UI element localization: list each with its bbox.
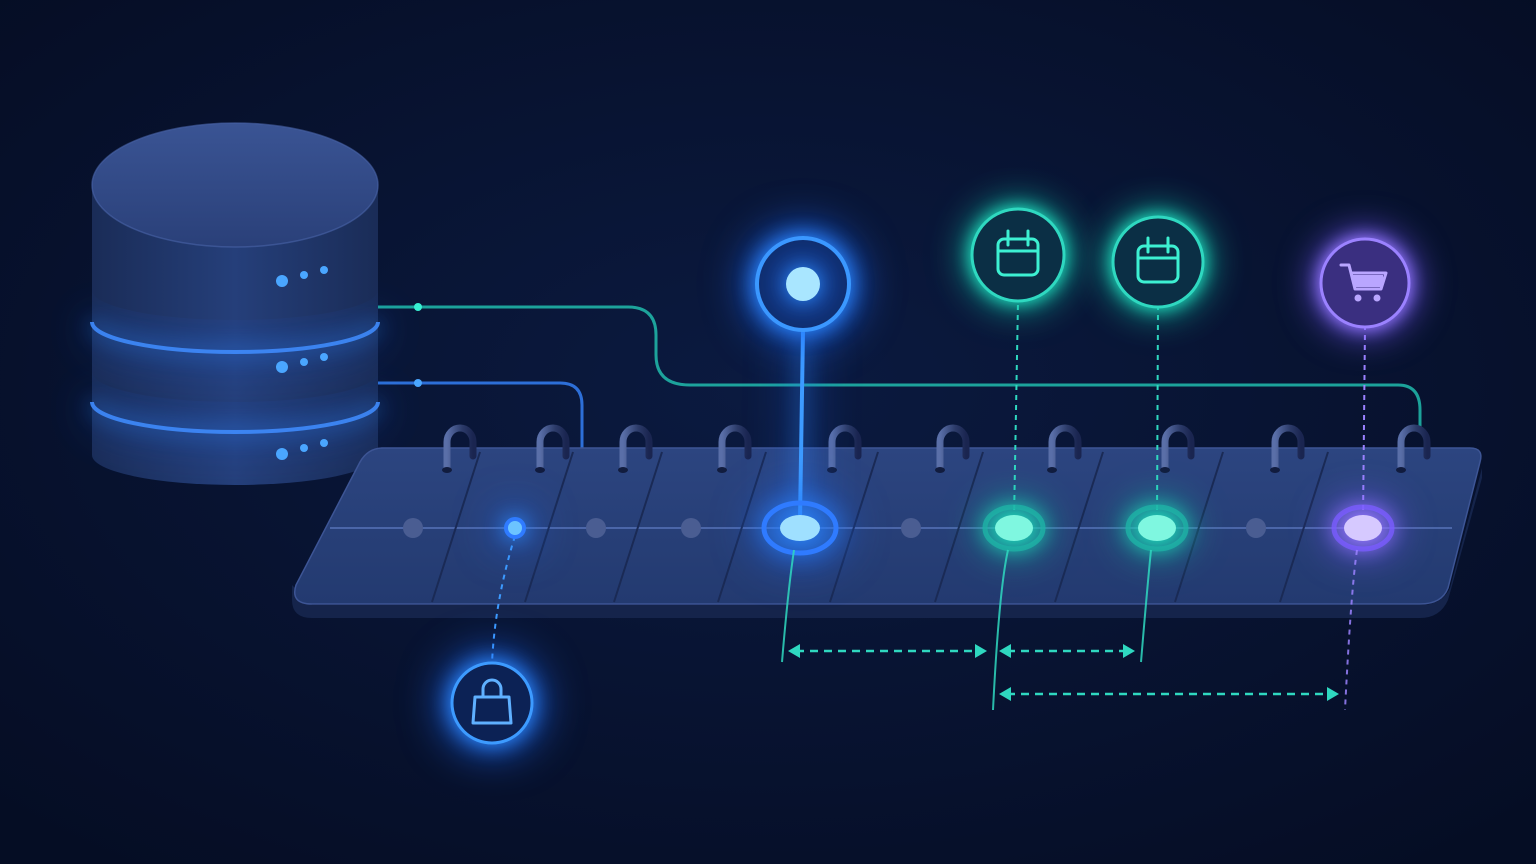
timeline-marker (504, 517, 526, 539)
calendar-binder-rings (442, 424, 1431, 473)
interval-arrows (781, 549, 1358, 711)
connection-teal (378, 305, 1422, 432)
event-badge (450, 661, 534, 745)
timeline-empty-dots (403, 518, 1266, 538)
calendar-slot-dividers (431, 451, 1329, 603)
event-stem (1362, 326, 1366, 521)
binder-ring (1160, 424, 1195, 473)
slot-divider (934, 451, 984, 603)
empty-slot-dot (586, 518, 606, 538)
binder-ring (1396, 424, 1431, 473)
timeline-markers (450, 207, 1411, 745)
marker-calendar-1 (970, 207, 1066, 552)
shopping-cart-icon (1339, 263, 1388, 302)
binder-ring (827, 424, 862, 473)
slot-divider (613, 451, 663, 603)
slot-divider (1174, 451, 1224, 603)
timeline-marker (1125, 504, 1189, 552)
slot-divider (1279, 451, 1329, 603)
database-leds (276, 266, 328, 460)
marker-calendar-2 (1111, 215, 1205, 552)
shopping-bag-icon (471, 678, 513, 725)
database-connections (378, 303, 1422, 448)
interval-calendar-1-to-calendar-2 (999, 644, 1135, 658)
empty-slot-dot (403, 518, 423, 538)
empty-slot-dot (901, 518, 921, 538)
slot-divider (431, 451, 481, 603)
event-stem (491, 535, 516, 664)
event-stem (798, 329, 805, 521)
binder-ring (442, 424, 477, 473)
binder-ring (618, 424, 653, 473)
binder-ring (717, 424, 752, 473)
database-disk-2 (90, 290, 380, 402)
timeline-marker (761, 500, 839, 556)
empty-slot-dot (1246, 518, 1266, 538)
interval-drop-line (781, 549, 795, 663)
interval-drop-line (1140, 549, 1152, 663)
marker-bag (450, 517, 534, 745)
interval-primary-to-calendar-1 (788, 644, 987, 658)
connection-blue-port (414, 379, 422, 387)
interval-calendar-1-to-cart (999, 687, 1339, 701)
slot-divider (717, 451, 767, 603)
marker-cart (1319, 237, 1411, 552)
connection-blue (378, 381, 584, 448)
slot-divider (1054, 451, 1104, 603)
event-badge (1111, 215, 1205, 309)
database-disk-1 (91, 122, 379, 320)
slot-divider (524, 451, 574, 603)
calendar-icon (996, 229, 1040, 277)
calendar-icon (1136, 236, 1180, 284)
database-icon (90, 122, 380, 485)
timeline-marker (982, 504, 1046, 552)
timeline-marker (1331, 504, 1395, 552)
interval-drop-line (992, 549, 1009, 711)
event-badge (1319, 237, 1411, 329)
empty-slot-dot (681, 518, 701, 538)
event-stem (1013, 300, 1019, 521)
connection-teal-port (414, 303, 422, 311)
event-badge (755, 236, 851, 332)
marker-primary (755, 236, 851, 556)
glowing-dot-icon (786, 267, 820, 301)
slot-divider (829, 451, 879, 603)
binder-ring (1270, 424, 1305, 473)
calendar-top-surface (294, 447, 1482, 605)
binder-ring (1047, 424, 1082, 473)
database-disk-3 (90, 370, 380, 485)
binder-ring (535, 424, 570, 473)
interval-drop-line (1344, 549, 1358, 711)
calendar-strip (292, 424, 1482, 618)
event-badge (970, 207, 1066, 303)
binder-ring (935, 424, 970, 473)
